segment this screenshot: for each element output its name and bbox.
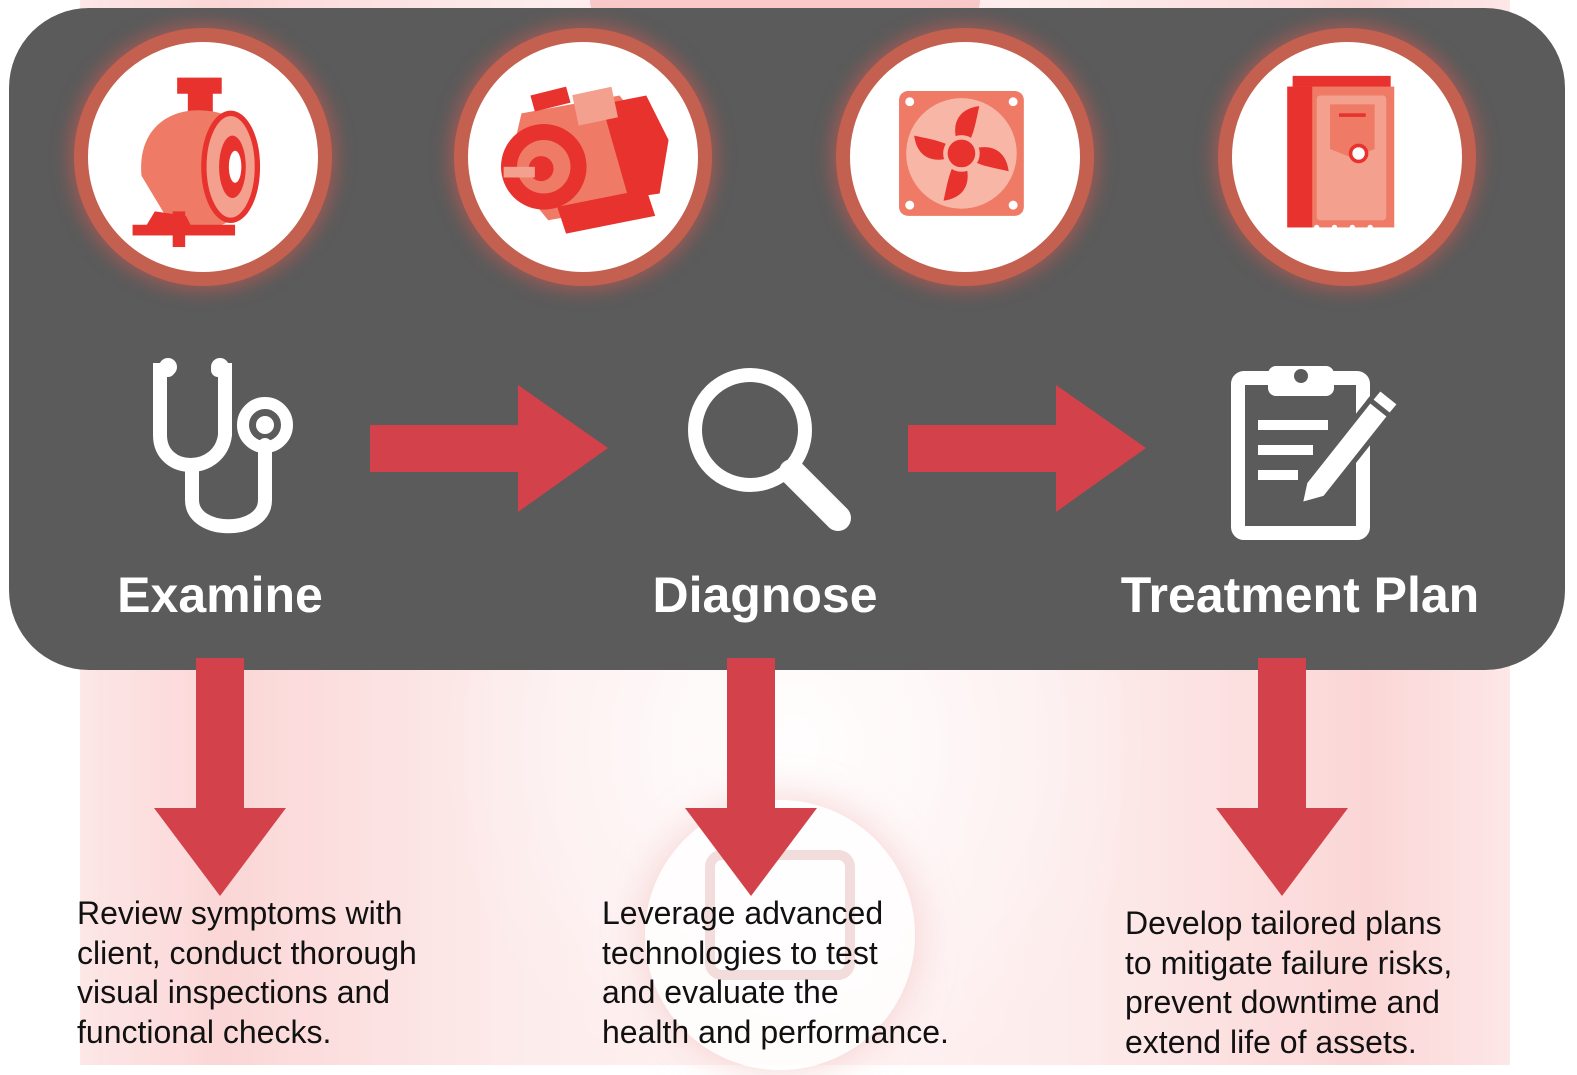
asset-circle-fan — [836, 28, 1094, 286]
description-line: extend life of assets. — [1125, 1023, 1417, 1060]
description-line: functional checks. — [77, 1013, 332, 1050]
asset-circle-drive — [1218, 28, 1476, 286]
treatment-plan-description: Develop tailored plans to mitigate failu… — [1125, 904, 1545, 1062]
pump-icon — [132, 77, 261, 248]
fan-icon — [899, 91, 1024, 216]
description-line: prevent downtime and — [1125, 984, 1440, 1020]
description-line: health and performance. — [602, 1013, 949, 1050]
description-line: Develop tailored plans — [1125, 905, 1442, 941]
description-line: Review symptoms with — [77, 895, 403, 931]
stage-label-treatment-plan: Treatment Plan — [1120, 567, 1480, 623]
down-arrow-icon — [1216, 658, 1348, 896]
diagnose-description: Leverage advanced technologies to test a… — [602, 894, 1022, 1052]
motor-icon — [500, 86, 669, 234]
clipboard-icon — [1231, 366, 1400, 540]
right-arrow-icon — [908, 385, 1146, 512]
stethoscope-icon — [153, 358, 293, 534]
stage-label-diagnose: Diagnose — [652, 567, 878, 623]
description-line: visual inspections and — [77, 974, 391, 1010]
description-line: client, conduct thorough — [77, 934, 417, 971]
description-line: to mitigate failure risks, — [1125, 944, 1453, 981]
drive-icon — [1287, 75, 1395, 231]
right-arrow-icon — [370, 385, 608, 512]
examine-description: Review symptoms with client, conduct tho… — [77, 894, 497, 1052]
asset-circle-pump — [74, 28, 332, 286]
stage-label-examine: Examine — [117, 567, 323, 623]
description-line: and evaluate the — [602, 974, 839, 1010]
magnifier-icon — [688, 368, 851, 531]
asset-circle-motor — [454, 28, 712, 286]
description-line: technologies to test — [602, 934, 878, 971]
down-arrow-icon — [154, 658, 286, 896]
down-arrow-icon — [685, 658, 817, 896]
description-line: Leverage advanced — [602, 895, 884, 931]
